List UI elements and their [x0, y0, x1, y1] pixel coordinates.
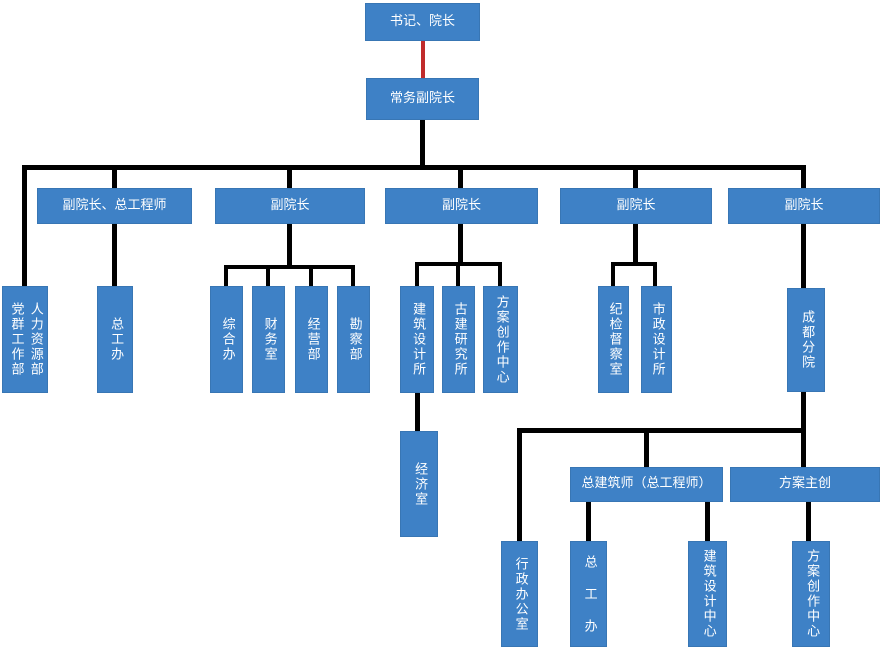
node-arch-design-institute: 建筑设计所	[400, 286, 434, 393]
node-survey-dept: 勘察部	[337, 286, 370, 393]
node-executive-vice-dean: 常务副院长	[366, 78, 479, 120]
hr-dept-label: 人力资源部	[27, 302, 43, 377]
node-ancient-arch-institute: 古建研究所	[442, 286, 475, 393]
node-chief-engineer-office: 总工办	[97, 286, 133, 393]
connector-drop-admin-office	[517, 428, 522, 541]
node-vice-dean-5-label: 副院长	[784, 197, 824, 213]
node-chengdu-branch-label: 成都分院	[799, 310, 815, 370]
node-secretary-dean: 书记、院长	[365, 3, 480, 41]
node-vice-dean-3: 副院长	[385, 188, 538, 224]
node-vice-dean-4: 副院长	[560, 188, 712, 224]
node-secretary-dean-label: 书记、院长	[389, 13, 455, 29]
connector-drop-vd4-top	[633, 168, 638, 188]
connector-drop-business-dept	[309, 267, 313, 286]
connector-drop-general-office	[224, 267, 228, 286]
node-scheme-creation-center-chengdu: 方案创作中心	[792, 541, 830, 647]
party-masses-dept-label: 党群工作部	[8, 302, 24, 377]
connector-drop-vd3-bottom	[458, 224, 463, 264]
node-vice-dean-4-label: 副院长	[616, 197, 656, 213]
node-admin-office: 行政办公室	[501, 541, 538, 647]
connector-drop-economics	[415, 393, 420, 431]
connector-drop-vd4-bottom	[633, 224, 638, 264]
connector-drop-vd2-top	[287, 168, 292, 188]
node-chief-scheme-creator-label: 方案主创	[778, 476, 831, 492]
node-arch-design-center-label: 建筑设计中心	[700, 549, 716, 639]
node-chief-engineer-office-label: 总工办	[108, 317, 124, 362]
connector-drop-vd1-top	[112, 168, 117, 188]
node-municipal-design-institute: 市政设计所	[641, 286, 672, 393]
node-chief-engineer-office-chengdu: 总 工 办	[570, 541, 607, 647]
node-economics-office: 经济室	[400, 431, 438, 537]
node-chief-engineer-office-chengdu-label: 总 工 办	[581, 554, 597, 634]
node-party-masses-hr: 党群工作部 人力资源部	[2, 286, 48, 393]
connector-drop-arch-design-center	[705, 502, 710, 541]
connector-drop-discipline	[611, 264, 615, 286]
node-economics-office-label: 经济室	[412, 461, 428, 507]
node-arch-design-institute-label: 建筑设计所	[410, 302, 426, 377]
node-vice-dean-chief-engineer: 副院长、总工程师	[37, 188, 192, 224]
connector-drop-vd1-bottom	[112, 224, 117, 286]
connector-drop-party-hr	[22, 165, 27, 286]
node-general-office-label: 综合办	[219, 317, 235, 362]
node-municipal-design-institute-label: 市政设计所	[649, 302, 665, 377]
node-ancient-arch-institute-label: 古建研究所	[451, 302, 467, 377]
node-scheme-creation-center-label: 方案创作中心	[493, 294, 509, 385]
connector-drop-finance-office	[266, 267, 270, 286]
connector-main-bus	[22, 165, 806, 170]
connector-drop-vd5-bottom	[801, 224, 806, 288]
connector-top-red	[421, 41, 425, 78]
node-business-dept-label: 经营部	[304, 317, 320, 362]
connector-drop-vd2-bottom	[287, 224, 292, 267]
node-general-office: 综合办	[210, 286, 243, 393]
node-vice-dean-3-label: 副院长	[441, 197, 481, 213]
node-vice-dean-5: 副院长	[728, 188, 880, 224]
node-chengdu-branch: 成都分院	[787, 288, 825, 392]
connector-drop-vd3-top	[458, 168, 463, 188]
node-chief-scheme-creator: 方案主创	[730, 467, 880, 502]
node-scheme-creation-center: 方案创作中心	[483, 286, 518, 393]
connector-deputy-to-bus	[420, 120, 425, 165]
node-business-dept: 经营部	[295, 286, 328, 393]
connector-drop-chief-eng-office-2	[586, 502, 591, 541]
node-finance-office: 财务室	[252, 286, 285, 393]
node-discipline-inspection-office: 纪检督察室	[598, 286, 629, 393]
node-vice-dean-2: 副院长	[215, 188, 365, 224]
node-admin-office-label: 行政办公室	[512, 556, 528, 632]
connector-drop-arch-design	[415, 264, 419, 286]
node-vice-dean-chief-engineer-label: 副院长、总工程师	[62, 197, 167, 213]
node-executive-vice-dean-label: 常务副院长	[389, 90, 455, 106]
connector-bus-depts	[224, 265, 355, 269]
connector-drop-survey-dept	[351, 267, 355, 286]
connector-drop-municipal	[653, 264, 657, 286]
connector-drop-scheme-center-2	[806, 502, 811, 541]
node-arch-design-center: 建筑设计中心	[688, 541, 727, 647]
node-chief-architect-label: 总建筑师（总工程师）	[581, 476, 712, 492]
node-vice-dean-2-label: 副院长	[270, 197, 310, 213]
node-chief-architect: 总建筑师（总工程师）	[570, 467, 723, 502]
connector-bus-supervision	[611, 262, 657, 266]
node-discipline-inspection-office-label: 纪检督察室	[606, 302, 622, 377]
node-scheme-creation-center-chengdu-label: 方案创作中心	[804, 549, 820, 639]
connector-chengdu-bus	[517, 428, 806, 433]
node-finance-office-label: 财务室	[261, 317, 277, 362]
connector-drop-chief-architect	[644, 433, 649, 467]
node-survey-dept-label: 勘察部	[346, 317, 362, 362]
connector-drop-vd5-top	[801, 165, 806, 188]
connector-drop-ancient-arch	[456, 264, 460, 286]
connector-drop-scheme-center	[498, 264, 502, 286]
